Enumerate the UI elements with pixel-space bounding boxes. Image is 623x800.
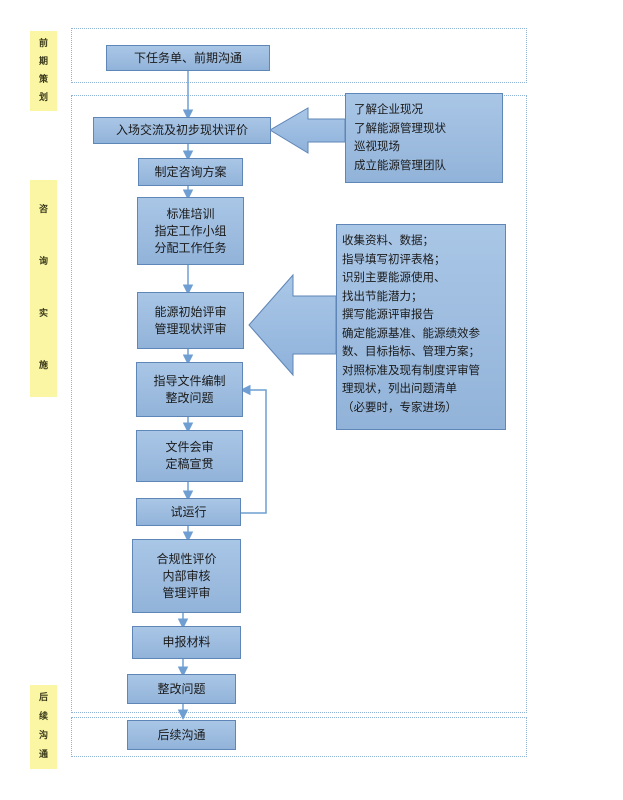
note-line: 撰写能源评审报告 (342, 307, 434, 321)
step-followup[interactable]: 后续沟通 (127, 720, 236, 750)
phase-followup: 后 续 沟 通 (30, 685, 57, 769)
note-line: 收集资料、数据； (342, 233, 434, 247)
callout-arrow-review (248, 273, 337, 377)
step-label: 后续沟通 (157, 727, 206, 742)
phase-char: 划 (38, 92, 48, 103)
note-line: 理现状，列出问题清单 (342, 381, 457, 395)
step-label: 定稿宣贯 (165, 457, 214, 471)
note-line: 数、目标指标、管理方案； (342, 344, 480, 358)
note-line: 巡视现场 (354, 139, 400, 153)
step-label: 指导文件编制 (153, 373, 226, 388)
phase-char: 策 (38, 74, 48, 85)
note-line: 成立能源管理团队 (354, 157, 446, 172)
step-label: 内部审核 (162, 568, 211, 583)
phase-char: 续 (38, 712, 48, 722)
region-early (71, 28, 527, 83)
step-label: 分配工作任务 (154, 240, 227, 255)
note-line: 对照标准及现有制度评审管 (342, 362, 480, 377)
phase-char: 沟 (38, 731, 48, 741)
step-compliance[interactable]: 合规性评价 内部审核 管理评审 (132, 539, 241, 613)
step-label: 能源初始评审 (154, 304, 227, 319)
phase-char: 实 (38, 309, 48, 320)
phase-consulting: 咨 询 实 施 (30, 180, 57, 397)
step-label: 指定工作小组 (154, 223, 227, 238)
note-line: 指导填写初评表格； (342, 251, 446, 266)
phase-char: 前 (38, 38, 48, 49)
note-line: 找出节能潜力； (342, 288, 423, 303)
step-trial-run[interactable]: 试运行 (136, 498, 241, 526)
phase-char: 询 (38, 256, 48, 267)
region-consult (71, 95, 527, 713)
step-label: 管理现状评审 (154, 321, 227, 336)
note-line: 了解能源管理现状 (354, 120, 446, 135)
step-label: 申报材料 (162, 635, 211, 649)
step-rectify[interactable]: 整改问题 (127, 674, 236, 704)
step-label: 试运行 (170, 504, 207, 519)
phase-char: 施 (38, 361, 48, 372)
step-consult-plan[interactable]: 制定咨询方案 (138, 158, 243, 186)
step-label: 标准培训 (166, 206, 215, 221)
step-task-order[interactable]: 下任务单、前期沟通 (106, 45, 270, 71)
step-docs-guidance[interactable]: 指导文件编制 整改问题 (136, 362, 243, 417)
phase-char: 期 (38, 56, 48, 67)
phase-early-planning: 前 期 策 划 (30, 31, 57, 111)
note-line: （必要时，专家进场） (342, 399, 457, 414)
note-line: 了解企业现况 (354, 102, 423, 116)
phase-char: 通 (38, 750, 48, 760)
step-label: 制定咨询方案 (154, 164, 227, 179)
step-label: 管理评审 (162, 585, 211, 600)
step-label: 文件会审 (165, 440, 214, 454)
phase-char: 咨 (38, 204, 48, 215)
step-label: 下任务单、前期沟通 (133, 50, 242, 65)
step-label: 合规性评价 (156, 551, 217, 566)
step-application[interactable]: 申报材料 (132, 626, 241, 659)
phase-char: 后 (38, 693, 48, 703)
step-entry-assessment[interactable]: 入场交流及初步现状评价 (93, 117, 271, 144)
note-line: 识别主要能源使用、 (342, 270, 446, 284)
note-line: 确定能源基准、能源绩效参 (342, 325, 480, 340)
note-entry-details: 了解企业现况 了解能源管理现状 巡视现场 成立能源管理团队 (345, 93, 503, 183)
step-label: 入场交流及初步现状评价 (115, 123, 248, 137)
step-label: 整改问题 (165, 390, 214, 405)
loop-trial-to-docs (240, 384, 267, 514)
step-label: 整改问题 (157, 681, 206, 696)
region-followup (71, 717, 527, 757)
note-review-details: 收集资料、数据； 指导填写初评表格； 识别主要能源使用、 找出节能潜力； 撰写能… (336, 224, 506, 430)
callout-arrow-entry (269, 107, 346, 154)
step-doc-review[interactable]: 文件会审 定稿宣贯 (136, 430, 243, 482)
step-training[interactable]: 标准培训 指定工作小组 分配工作任务 (137, 197, 244, 265)
step-energy-review[interactable]: 能源初始评审 管理现状评审 (137, 292, 244, 349)
